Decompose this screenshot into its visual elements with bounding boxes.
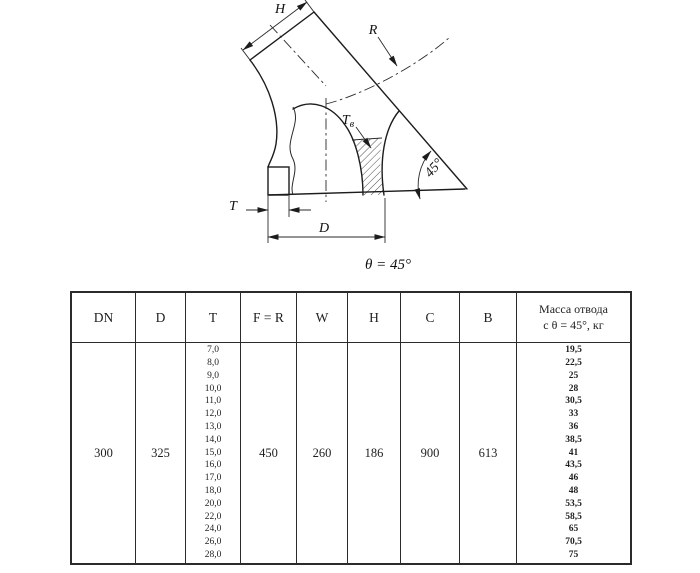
cell-b: 613: [460, 343, 517, 563]
header-d: D: [136, 293, 186, 343]
angle-annotation: 45°: [414, 150, 447, 200]
cell-f-r: 450: [241, 343, 297, 563]
dim-label-d: D: [318, 221, 329, 236]
cell-dn: 300: [72, 343, 136, 563]
header-f-r: F = R: [241, 293, 297, 343]
header-h: H: [348, 293, 401, 343]
dim-label-h: H: [274, 2, 286, 17]
break-line: [289, 106, 296, 196]
dim-label-t: T: [229, 199, 238, 214]
header-t: T: [186, 293, 241, 343]
dim-label-r: R: [368, 23, 378, 38]
header-dn: DN: [72, 293, 136, 343]
spec-table: DN D T F = R W H C B Масса отвода с θ = …: [70, 291, 632, 565]
dimension-t: T: [229, 196, 311, 243]
wall-section-left: [267, 166, 290, 196]
dimension-h: H: [240, 0, 315, 61]
cell-w: 260: [297, 343, 348, 563]
cell-c: 900: [401, 343, 460, 563]
dimension-d: D: [267, 198, 386, 243]
header-b: B: [460, 293, 517, 343]
dimension-r: R: [368, 23, 398, 67]
theta-note: θ = 45°: [365, 257, 411, 273]
dim-label-tb: Тв: [342, 113, 355, 130]
centerlines: [269, 24, 451, 202]
header-w: W: [297, 293, 348, 343]
wall-section-right: [352, 138, 384, 195]
angle-label: 45°: [422, 156, 447, 181]
cell-h: 186: [348, 343, 401, 563]
cell-d: 325: [136, 343, 186, 563]
header-mass: Масса отвода с θ = 45°, кг: [517, 293, 630, 343]
elbow-drawing: H R Тв 45° T D θ = 45°: [229, 0, 468, 273]
dimension-tb: Тв: [342, 113, 372, 149]
header-c: C: [401, 293, 460, 343]
elbow-outline: [249, 11, 468, 196]
